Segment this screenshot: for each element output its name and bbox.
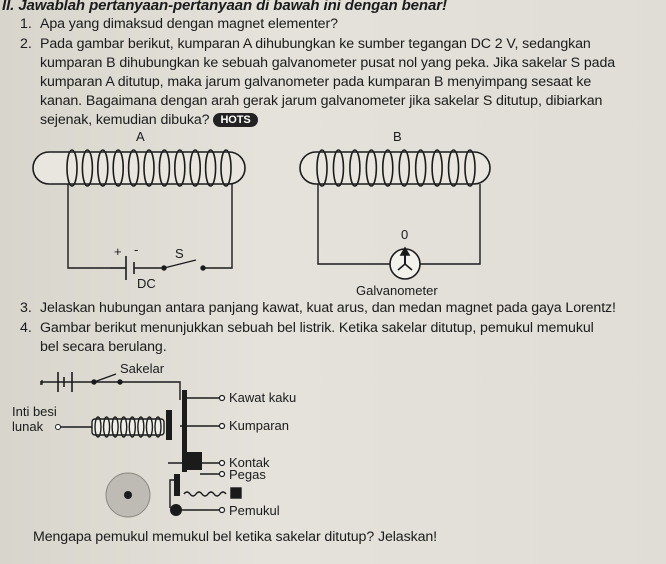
section-heading: II. Jawablah pertanyaan-pertanyaan di ba… xyxy=(2,0,447,14)
induction-figure: A + - DC S B xyxy=(32,129,491,296)
q2-line-1: Pada gambar berikut, kumparan A dihubung… xyxy=(40,36,591,52)
coil-turn xyxy=(447,149,460,187)
q2-line-5: sejenak, kemudian dibuka?HOTS xyxy=(40,112,258,128)
coil-turn xyxy=(189,149,201,187)
q2-number: 2. xyxy=(20,36,32,52)
coil-b xyxy=(299,149,491,187)
coil-turn xyxy=(81,149,94,187)
coil-turn xyxy=(112,149,124,187)
coil-turn xyxy=(398,149,411,187)
coil-turn xyxy=(174,149,186,187)
bell-dome xyxy=(105,472,151,518)
coil-turn xyxy=(204,149,217,187)
coil-turn xyxy=(128,416,136,438)
coil-turn xyxy=(332,149,345,187)
coil-a-label: A xyxy=(136,129,145,144)
q1-number: 1. xyxy=(20,16,32,32)
q4-line-2: bel secara berulang. xyxy=(40,339,167,355)
coil-turn xyxy=(137,416,145,438)
coil-turn xyxy=(111,416,119,438)
coil-turn xyxy=(97,149,109,187)
closing-question: Mengapa pemukul memukul bel ketika sakel… xyxy=(33,529,437,545)
kontak-label: Kontak xyxy=(229,455,270,470)
coil-turn xyxy=(464,149,476,187)
q4-line-1: Gambar berikut menunjukkan sebuah bel li… xyxy=(40,320,594,336)
coil-turn xyxy=(316,149,328,187)
coil-turn xyxy=(349,149,361,187)
bell-battery xyxy=(57,372,73,392)
lunak-label: lunak xyxy=(12,419,44,434)
switch-label: S xyxy=(175,246,184,261)
bell-switch xyxy=(91,373,123,385)
q2-line-2: kumparan B dihubungkan ke sebuah galvano… xyxy=(40,55,616,71)
coil-a xyxy=(32,149,246,187)
q3-number: 3. xyxy=(20,300,32,316)
q2-line-5-text: sejenak, kemudian dibuka? xyxy=(40,112,210,128)
q2-line-4: kanan. Bagaimana dengan arah gerak jarum… xyxy=(40,93,603,109)
pegas-label: Pegas xyxy=(229,467,266,482)
pemukul-label: Pemukul xyxy=(229,503,280,518)
coil-turn xyxy=(365,149,378,187)
switch-s xyxy=(161,259,206,271)
coil-turn xyxy=(66,149,78,187)
coil-b-label: B xyxy=(393,129,402,144)
bell-terminals xyxy=(218,394,226,514)
q3-text: Jelaskan hubungan antara panjang kawat, … xyxy=(40,300,616,316)
sakelar-label: Sakelar xyxy=(120,361,165,376)
coil-turn xyxy=(120,416,128,438)
coil-turn xyxy=(220,149,232,187)
electric-bell-figure: Sakelar Inti besi lunak xyxy=(12,361,296,518)
coil-turn xyxy=(94,416,102,438)
bell-armature xyxy=(166,390,202,496)
bell-spring xyxy=(183,487,242,499)
q4-number: 4. xyxy=(20,320,32,336)
battery-minus: - xyxy=(134,242,138,257)
coil-turn xyxy=(414,149,427,187)
section-heading-text: II. Jawablah pertanyaan-pertanyaan di ba… xyxy=(2,0,447,14)
galvanometer-zero: 0 xyxy=(401,227,408,242)
dc-battery xyxy=(110,256,162,280)
galvanometer xyxy=(389,246,421,280)
hammer-head xyxy=(170,504,182,516)
coil-turn xyxy=(145,416,154,438)
coil-turn xyxy=(431,149,443,187)
battery-plus: + xyxy=(114,244,122,259)
inti-besi-terminal xyxy=(55,424,61,430)
dc-label: DC xyxy=(137,276,156,291)
coil-turn xyxy=(102,416,111,438)
coil-turn xyxy=(143,149,155,187)
circuit-a-wires xyxy=(67,184,233,269)
q1-text: Apa yang dimaksud dengan magnet elemente… xyxy=(40,16,338,32)
coil-turn xyxy=(158,149,171,187)
coil-turn xyxy=(154,416,162,438)
coil-turn xyxy=(127,149,140,187)
kumparan-label: Kumparan xyxy=(229,418,289,433)
galvanometer-label: Galvanometer xyxy=(356,283,438,296)
kawat-kaku-label: Kawat kaku xyxy=(229,390,296,405)
bell-coil xyxy=(91,416,165,438)
q2-line-3: kumparan A ditutup, maka jarum galvanome… xyxy=(40,74,592,90)
coil-turn xyxy=(381,149,394,187)
circuit-b-wires xyxy=(317,184,481,265)
inti-besi-label: Inti besi xyxy=(12,404,57,419)
hots-badge: HOTS xyxy=(213,113,258,127)
